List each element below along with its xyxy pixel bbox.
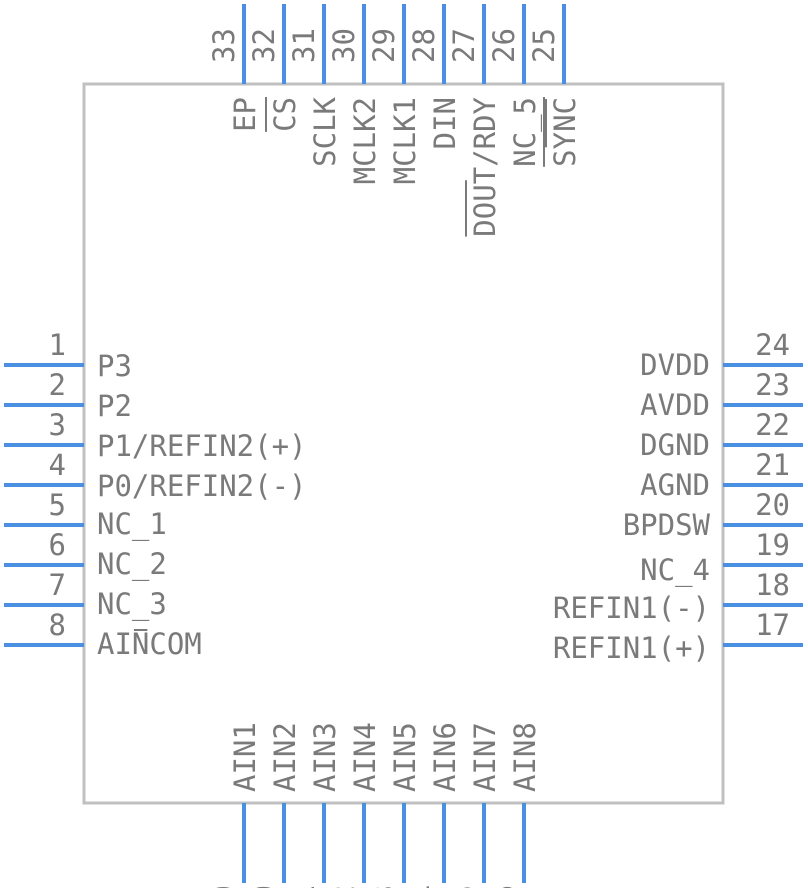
- pin-label-avdd: AVDD: [640, 388, 710, 422]
- pin-label-p1-refin2: P1/REFIN2(+): [97, 429, 307, 463]
- pin-label-cs: CS: [268, 97, 302, 132]
- pin-label-p0-refin2: P0/REFIN2(-): [97, 469, 307, 503]
- pin-number-22: 22: [755, 408, 790, 442]
- pin-number-21: 21: [755, 448, 790, 482]
- pin-label-din: DIN: [428, 97, 462, 149]
- pin-number-8: 8: [49, 608, 66, 642]
- pin-number-3: 3: [49, 408, 66, 442]
- pin-label-ain2: AIN2: [268, 722, 302, 792]
- pin-label-sync: SYNC: [548, 97, 582, 167]
- pin-label-ep: EP: [228, 97, 262, 132]
- pin-number-28: 28: [407, 28, 441, 63]
- pin-number-16: 16: [487, 885, 521, 888]
- pin-number-33: 33: [207, 28, 241, 63]
- pin-label-sclk: SCLK: [308, 96, 342, 166]
- pin-label-nc-1: NC_1: [97, 507, 167, 542]
- pin-label-ain1: AIN1: [228, 722, 262, 792]
- pin-number-29: 29: [367, 28, 401, 63]
- pin-number-20: 20: [755, 488, 790, 522]
- pin-label-ain8: AIN8: [508, 722, 542, 792]
- pin-label-refin1: REFIN1(-): [553, 591, 710, 625]
- pin-number-32: 32: [247, 28, 281, 63]
- pin-label-nc-3: NC_3: [97, 587, 167, 622]
- pin-number-18: 18: [755, 568, 790, 602]
- pin-number-31: 31: [287, 28, 321, 63]
- pin-number-19: 19: [755, 528, 790, 562]
- pins-group: 1P32P23P1/REFIN2(+)4P0/REFIN2(-)5NC_16NC…: [4, 4, 803, 888]
- pin-number-9: 9: [207, 885, 241, 888]
- pin-label-ain6: AIN6: [428, 722, 462, 792]
- pin-number-5: 5: [49, 488, 66, 522]
- ic-body: [82, 82, 725, 805]
- pin-label-dgnd: DGND: [640, 428, 710, 462]
- pin-number-25: 25: [527, 28, 561, 63]
- pin-number-11: 11: [287, 885, 321, 888]
- pin-number-30: 30: [327, 28, 361, 63]
- pin-number-12: 12: [327, 885, 361, 888]
- pin-label-agnd: AGND: [640, 468, 710, 502]
- pin-label-bpdsw: BPDSW: [623, 508, 711, 542]
- pin-number-24: 24: [755, 328, 790, 362]
- pin-number-23: 23: [755, 368, 790, 402]
- pin-number-15: 15: [447, 885, 481, 888]
- pin-number-2: 2: [49, 368, 66, 402]
- pin-number-14: 14: [407, 885, 441, 888]
- pin-number-17: 17: [755, 608, 790, 642]
- pin-number-4: 4: [49, 448, 66, 482]
- pin-label-ain7: AIN7: [468, 722, 502, 792]
- pin-label-nc-4: NC_4: [640, 553, 710, 588]
- pin-label-refin1: REFIN1(+): [553, 631, 710, 665]
- pin-number-6: 6: [49, 528, 66, 562]
- pin-label-p2: P2: [97, 389, 132, 423]
- pin-label-aincom: AINCOM: [97, 627, 202, 661]
- pin-number-1: 1: [49, 328, 66, 362]
- pin-label-ain5: AIN5: [388, 722, 422, 792]
- pin-number-26: 26: [487, 28, 521, 63]
- pin-number-27: 27: [447, 28, 481, 63]
- pin-label-nc-2: NC_2: [97, 547, 167, 582]
- pin-number-10: 10: [247, 885, 281, 888]
- pin-number-7: 7: [49, 568, 66, 602]
- pin-label-ain4: AIN4: [348, 722, 382, 792]
- pin-label-mclk1: MCLK1: [388, 97, 422, 184]
- pin-label-p3: P3: [97, 349, 132, 383]
- pin-label-dout-rdy: DOUT/RDY: [468, 97, 502, 237]
- pin-label-mclk2: MCLK2: [348, 97, 382, 184]
- pin-number-13: 13: [367, 885, 401, 888]
- pin-label-ain3: AIN3: [308, 722, 342, 792]
- pin-label-nc-5: NC_5: [508, 97, 543, 167]
- pin-label-dvdd: DVDD: [640, 348, 710, 382]
